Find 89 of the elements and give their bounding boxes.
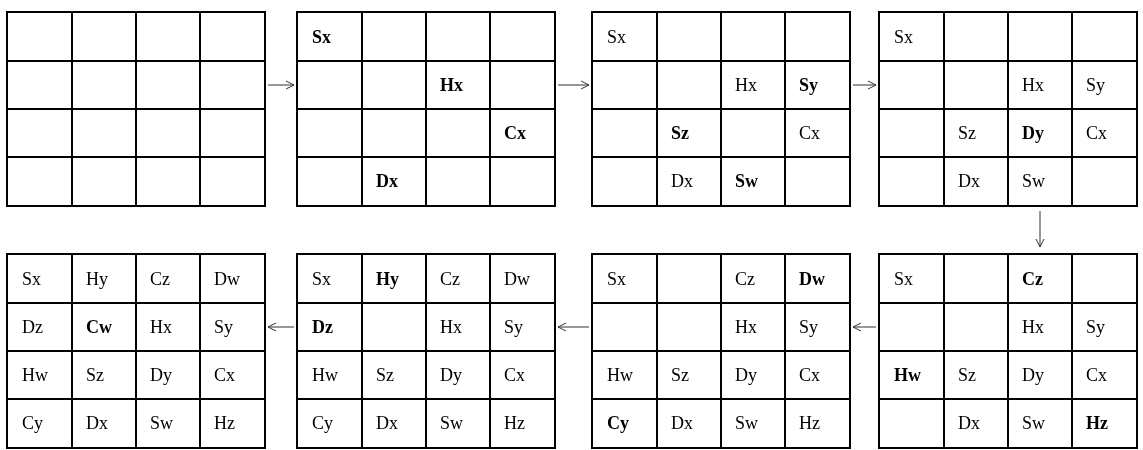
cell-text: Hy — [376, 270, 399, 288]
cell-text: Sx — [312, 270, 331, 288]
cell-text: Sz — [671, 124, 689, 142]
arrow — [557, 80, 590, 90]
cell-text: Dw — [504, 270, 530, 288]
cell-text: Cx — [1086, 124, 1107, 142]
cell-text: Sx — [312, 28, 331, 46]
cell-text: Sy — [799, 76, 818, 94]
cell-text: Hy — [86, 270, 108, 288]
cell-text: Cy — [22, 414, 43, 432]
cell-text: Dz — [312, 318, 333, 336]
cell-text: Dy — [440, 366, 462, 384]
cell-text: Cw — [86, 318, 112, 336]
grid-table — [591, 253, 851, 449]
arrow — [267, 322, 295, 332]
cell-text: Cz — [1022, 270, 1043, 288]
cell-text: Cx — [504, 124, 526, 142]
cell-text: Dx — [671, 172, 693, 190]
cell-text: Dy — [1022, 366, 1044, 384]
cell-text: Hz — [799, 414, 820, 432]
cell-text: Dy — [150, 366, 172, 384]
grid-table — [6, 11, 266, 207]
cell-text: Dw — [799, 270, 825, 288]
cell-text: Cz — [150, 270, 170, 288]
cell-text: Dx — [671, 414, 693, 432]
cell-text: Dx — [376, 172, 398, 190]
cell-text: Dx — [958, 414, 980, 432]
cell-text: Sz — [86, 366, 104, 384]
cell-text: Dx — [958, 172, 980, 190]
cell-text: Sw — [150, 414, 173, 432]
cell-text: Dz — [22, 318, 43, 336]
cell-text: Cx — [799, 366, 820, 384]
cell-text: Sx — [22, 270, 41, 288]
cell-text: Dw — [214, 270, 240, 288]
grid-table — [296, 253, 556, 449]
cell-text: Cx — [799, 124, 820, 142]
cell-text: Hw — [894, 366, 921, 384]
cell-text: Cz — [440, 270, 460, 288]
cell-text: Hw — [22, 366, 48, 384]
cell-text: Hx — [1022, 318, 1044, 336]
arrow — [1035, 210, 1045, 248]
grid-table — [6, 253, 266, 449]
grid-table — [878, 11, 1138, 207]
grid-table — [296, 11, 556, 207]
cell-text: Sx — [894, 28, 913, 46]
cell-text: Cx — [504, 366, 525, 384]
cell-text: Sw — [735, 414, 758, 432]
cell-text: Sx — [607, 28, 626, 46]
cell-text: Cx — [1086, 366, 1107, 384]
grid-table — [591, 11, 851, 207]
cell-text: Hw — [312, 366, 338, 384]
cell-text: Hw — [607, 366, 633, 384]
cell-text: Sy — [1086, 76, 1105, 94]
cell-text: Cx — [214, 366, 235, 384]
cell-text: Hx — [440, 76, 463, 94]
cell-text: Sw — [1022, 414, 1045, 432]
cell-text: Sw — [1022, 172, 1045, 190]
cell-text: Cz — [735, 270, 755, 288]
cell-text: Sx — [607, 270, 626, 288]
cell-text: Sy — [1086, 318, 1105, 336]
cell-text: Dy — [735, 366, 757, 384]
cell-text: Sw — [735, 172, 758, 190]
cell-text: Dx — [376, 414, 398, 432]
cell-text: Sy — [799, 318, 818, 336]
arrow — [852, 322, 877, 332]
arrow — [852, 80, 877, 90]
cell-text: Sz — [671, 366, 689, 384]
arrow — [557, 322, 590, 332]
arrow — [267, 80, 295, 90]
cell-text: Dy — [1022, 124, 1044, 142]
cell-text: Sw — [440, 414, 463, 432]
cell-text: Sz — [958, 124, 976, 142]
cell-text: Cy — [312, 414, 333, 432]
cell-text: Dx — [86, 414, 108, 432]
grid-table — [878, 253, 1138, 449]
cell-text: Sz — [376, 366, 394, 384]
cell-text: Sx — [894, 270, 913, 288]
cell-text: Hx — [150, 318, 172, 336]
cell-text: Cy — [607, 414, 629, 432]
cell-text: Hz — [1086, 414, 1108, 432]
cell-text: Hx — [440, 318, 462, 336]
cell-text: Sz — [958, 366, 976, 384]
cell-text: Hz — [214, 414, 235, 432]
cell-text: Hz — [504, 414, 525, 432]
cell-text: Hx — [1022, 76, 1044, 94]
cell-text: Hx — [735, 76, 757, 94]
cell-text: Sy — [214, 318, 233, 336]
cell-text: Hx — [735, 318, 757, 336]
cell-text: Sy — [504, 318, 523, 336]
